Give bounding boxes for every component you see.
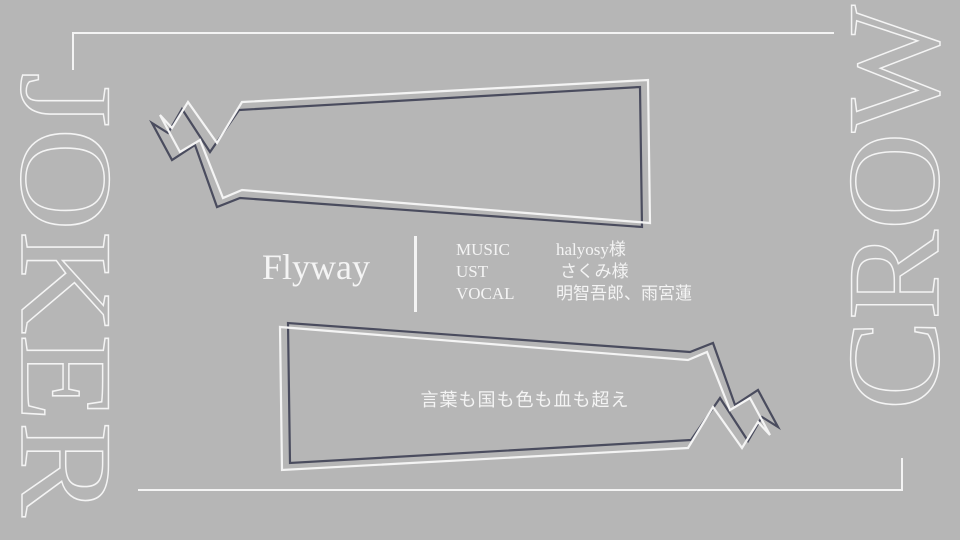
credit-name: 明智吾郎、雨宮蓮 bbox=[556, 284, 692, 303]
divider bbox=[414, 236, 417, 312]
speech-bubble-bottom bbox=[278, 321, 781, 472]
credit-row: UST さくみ様 bbox=[456, 261, 692, 283]
credit-name: さくみ様 bbox=[560, 262, 629, 281]
credit-role: VOCAL bbox=[456, 284, 515, 303]
speech-bubble-top bbox=[149, 78, 652, 229]
frame-lines bbox=[72, 32, 903, 491]
song-title: Flyway bbox=[262, 247, 370, 287]
joker-vertical-text: JOKER bbox=[0, 72, 140, 517]
credit-name: halyosy様 bbox=[556, 240, 626, 259]
crow-vertical-text: CROW bbox=[820, 5, 960, 410]
credit-role: UST bbox=[456, 262, 489, 281]
lyric-text: 言葉も国も色も血も超え bbox=[420, 390, 630, 411]
credit-row: VOCAL 明智吾郎、雨宮蓮 bbox=[456, 283, 692, 305]
credit-role: MUSIC bbox=[456, 240, 510, 259]
credit-row: MUSIC halyosy様 bbox=[456, 239, 692, 261]
credits: MUSIC halyosy様 UST さくみ様 VOCAL 明智吾郎、雨宮蓮 bbox=[456, 239, 692, 305]
